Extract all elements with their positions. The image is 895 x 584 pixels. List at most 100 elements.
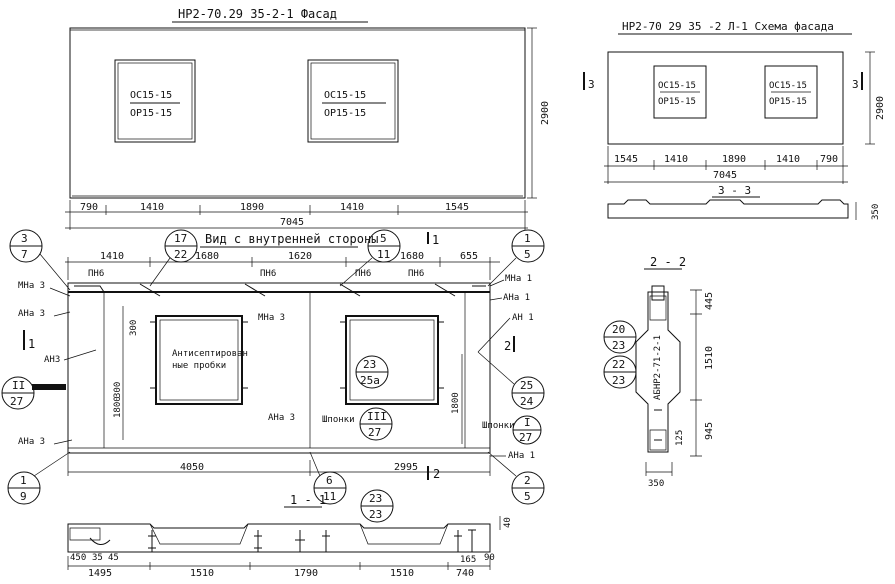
facade-window-right-top: ОС15-15 — [324, 90, 366, 101]
callout-17-22: 17 22 — [149, 229, 198, 287]
section-22-dim-2: 1510 — [704, 346, 715, 370]
scheme-height-dim: 2900 — [875, 96, 886, 120]
facade-window-left-bottom: ОР15-15 — [130, 108, 172, 119]
facade-view: НР2-70.29 35-2-1 Фасад ОС15-15 ОР15-15 О… — [65, 7, 551, 230]
inner-v300-top: 300 — [129, 320, 139, 336]
facade-dim-5: 1545 — [445, 202, 469, 213]
svg-text:22: 22 — [174, 248, 187, 261]
section-11-small-5: 90 — [484, 553, 495, 563]
left-label-ana3-top: АНа 3 — [18, 309, 45, 319]
svg-text:23: 23 — [612, 374, 625, 387]
callout-3-7: 3 7 — [9, 229, 71, 291]
svg-text:23: 23 — [612, 339, 625, 352]
section-11-circle-top: 23 — [369, 492, 382, 505]
svg-text:27: 27 — [368, 426, 381, 439]
callout-23-25a: 23 25а — [355, 355, 389, 389]
callout-III-27: III 27 — [359, 407, 393, 441]
left-label-ana3-bottom: АНа 3 — [18, 437, 45, 447]
scheme-window-right-bottom: ОР15-15 — [769, 97, 807, 107]
mid-label-mna3: МНа 3 — [258, 313, 285, 323]
facade-window-left-top: ОС15-15 — [130, 90, 172, 101]
section-11-dim-2: 1510 — [190, 568, 214, 579]
svg-text:22: 22 — [612, 358, 625, 371]
section-33-title: 3 - 3 — [718, 184, 751, 197]
svg-text:24: 24 — [520, 395, 534, 408]
inner-top-dim-3: 1620 — [288, 251, 312, 262]
svg-text:11: 11 — [377, 248, 390, 261]
svg-text:5: 5 — [380, 232, 387, 245]
pn6-label-3: ПН6 — [355, 269, 371, 279]
section-33-height: 350 — [871, 204, 881, 220]
callout-1-9: 1 9 — [7, 451, 71, 505]
section-11-dim-3: 1790 — [294, 568, 318, 579]
scheme-dim-3: 1890 — [722, 154, 746, 165]
mid-label-ana3: АНа 3 — [268, 413, 295, 423]
inner-top-dim-2: 1680 — [195, 251, 219, 262]
scheme-dim-2: 1410 — [664, 154, 688, 165]
svg-text:1: 1 — [20, 474, 27, 487]
svg-text:I: I — [524, 416, 531, 429]
svg-text:9: 9 — [20, 490, 27, 503]
left-label-anz: АНЗ — [44, 355, 60, 365]
facade-height-dim: 2900 — [540, 101, 551, 125]
right-label-mna1: МНа 1 — [505, 274, 532, 284]
section-11-circle-bottom: 23 — [369, 508, 382, 521]
svg-text:II: II — [12, 379, 25, 392]
scheme-dim-5: 790 — [820, 154, 838, 165]
svg-text:7: 7 — [21, 248, 28, 261]
section-11-small-1: 450 — [70, 553, 86, 563]
section-11-dim-4: 1510 — [390, 568, 414, 579]
inner-top-dim-4: 1680 — [400, 251, 424, 262]
section-11-dim-5: 740 — [456, 568, 474, 579]
section-11-small-4: 165 — [460, 555, 476, 565]
inner-top-dim-5: 655 — [460, 251, 478, 262]
facade-dim-2: 1410 — [140, 202, 164, 213]
inner-v300-bottom: 300 — [113, 382, 123, 398]
scheme-view: НР2-70 29 35 -2 Л-1 Схема фасада ОС15-15… — [583, 20, 886, 220]
pn6-label-1: ПН6 — [88, 269, 104, 279]
right-label-an1: АН 1 — [512, 313, 534, 323]
pn6-label-2: ПН6 — [260, 269, 276, 279]
callouts: 3 7 17 22 5 11 1 5 — [1, 229, 545, 505]
section-22-small-2: 350 — [648, 479, 664, 489]
section-11-title: 1 - 1 — [290, 493, 326, 507]
inner-bottom-dim-2: 2995 — [394, 462, 418, 473]
section-11-dim-1: 1495 — [88, 568, 112, 579]
scheme-marker-left: 3 — [588, 78, 595, 91]
svg-text:6: 6 — [326, 474, 333, 487]
scheme-window-right-top: ОС15-15 — [769, 81, 807, 91]
svg-text:25а: 25а — [360, 374, 380, 387]
section-11-small-2: 35 — [92, 553, 103, 563]
facade-title: НР2-70.29 35-2-1 Фасад — [178, 7, 337, 21]
callout-22-23: 22 23 — [603, 355, 637, 389]
pn6-label-4: ПН6 — [408, 269, 424, 279]
antiseptic-label-2: ные пробки — [172, 360, 226, 371]
facade-total-dim: 7045 — [280, 217, 304, 228]
scheme-window-left-bottom: ОР15-15 — [658, 97, 696, 107]
section-marker-1-left: 1 — [28, 337, 35, 351]
section-22-dim-3: 945 — [704, 422, 715, 440]
svg-text:III: III — [367, 410, 387, 423]
inner-v1800-right: 1800 — [451, 392, 461, 414]
scheme-window-left-top: ОС15-15 — [658, 81, 696, 91]
section-22-dim-1: 445 — [704, 292, 715, 310]
section-11-small-3: 45 — [108, 553, 119, 563]
svg-text:20: 20 — [612, 323, 625, 336]
callout-1-5: 1 5 — [487, 229, 545, 287]
facade-dim-3: 1890 — [240, 202, 264, 213]
facade-dim-1: 790 — [80, 202, 98, 213]
svg-text:3: 3 — [21, 232, 28, 245]
callout-II-27: II 27 — [1, 376, 66, 410]
section-11-small-6: 40 — [503, 517, 513, 528]
right-label-shponki: Шпонки — [482, 421, 515, 431]
inner-view-title: Вид с внутренней стороны — [205, 232, 378, 246]
facade-dim-4: 1410 — [340, 202, 364, 213]
section-marker-2-bottom: 2 — [433, 467, 440, 481]
svg-text:11: 11 — [323, 490, 336, 503]
callout-2-5: 2 5 — [487, 451, 545, 505]
section-marker-1-top: 1 — [432, 233, 439, 247]
svg-text:1: 1 — [524, 232, 531, 245]
facade-window-right-bottom: ОР15-15 — [324, 108, 366, 119]
scheme-title: НР2-70 29 35 -2 Л-1 Схема фасада — [622, 20, 834, 33]
